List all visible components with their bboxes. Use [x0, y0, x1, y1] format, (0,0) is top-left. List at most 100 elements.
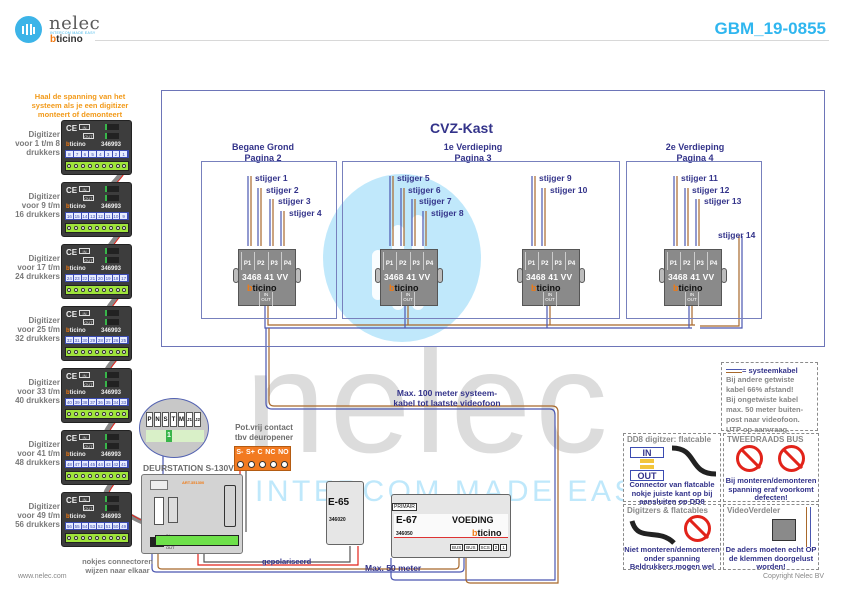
riser-label: stijger 13	[704, 196, 742, 206]
pushbutton-key: 5	[89, 151, 97, 157]
brand-rest: ticino	[678, 283, 703, 293]
riser-wire-14	[700, 236, 743, 329]
out-label: OUT	[545, 297, 555, 302]
bus-terminal: 1	[500, 544, 507, 551]
flatcable-connector-in[interactable]	[105, 372, 119, 378]
brand-rest: ticino	[69, 328, 86, 334]
riser-label: stijger 8	[431, 208, 464, 218]
pushbutton-key: 36	[97, 399, 105, 405]
flatcable-connector-in[interactable]	[105, 496, 119, 502]
mounting-ear	[721, 268, 727, 283]
digitizer-label: Digitizer voor 1 t/m 8 drukkers	[15, 130, 60, 157]
videoverdeler-legend: VideoVerdeler De aders moeten echt OP de…	[723, 504, 819, 571]
document-id: GBM_19-0855	[714, 19, 826, 38]
port: P4	[422, 252, 435, 270]
connector-note: nokjes connectoren wijzen naar elkaar	[82, 557, 153, 575]
flatcable-connector-in[interactable]	[105, 434, 119, 440]
digitizer-label: Digitizer voor 33 t/m 40 drukkers	[15, 378, 60, 405]
flatcable-connector-out[interactable]	[105, 195, 119, 201]
riser-label: stijger 14	[718, 230, 756, 240]
polarized-wire-red	[197, 546, 359, 566]
in-label: IN	[79, 248, 90, 254]
jumper-label: T	[170, 412, 177, 427]
pushbutton-key: 41	[121, 461, 128, 467]
jumper-selected[interactable]: 1	[166, 430, 172, 442]
mounting-ear	[437, 268, 443, 283]
flatcable-connector-out[interactable]	[105, 257, 119, 263]
floor-name: 1e Verdieping	[443, 142, 503, 152]
flatcable-connector-in[interactable]	[105, 310, 119, 316]
digitizer-code: 346993	[101, 514, 122, 520]
flatcable-connector-out[interactable]	[105, 319, 119, 325]
brand-b: b	[531, 283, 537, 293]
jumper-header	[154, 497, 164, 525]
cvz-title: CVZ-Kast	[430, 120, 494, 136]
brand-rest: ticino	[69, 514, 86, 520]
mounting-ear	[233, 268, 239, 283]
flatcable-connector-in[interactable]	[105, 248, 119, 254]
relay-terminal-labels: S- S+ C NC NO	[235, 449, 290, 456]
dip-switch[interactable]	[168, 497, 178, 523]
no-voltage-icon	[778, 445, 805, 472]
digitizer-code: 346993	[101, 452, 122, 458]
pushbutton-key: 9	[120, 213, 128, 219]
cable-note: kabel 66% afstand!	[726, 385, 794, 394]
in-label: IN	[79, 434, 90, 440]
port: P1	[383, 252, 395, 270]
terminal-block	[65, 161, 129, 171]
flatcable-connector-in[interactable]	[105, 186, 119, 192]
floor-label-begane-grond: Begane Grond Pagina 2	[213, 142, 313, 164]
jumper-label: P	[146, 412, 153, 427]
systeemkabel-swatch	[726, 369, 742, 374]
bticino-logo-b: b	[50, 34, 57, 45]
door-station-title: DEURSTATION S-130V	[143, 463, 234, 473]
pushbutton-key: 29	[90, 337, 97, 343]
cable-note: Bij ongetwiste kabel	[726, 395, 799, 404]
flatcable-connector-in[interactable]	[105, 124, 119, 130]
footer-copyright: Copyright Nelec BV	[763, 573, 825, 580]
brand-rest: ticino	[69, 390, 86, 396]
pushbutton-key: 44	[97, 461, 105, 467]
ce-mark: CE	[66, 248, 78, 257]
pushbutton-key: 46	[82, 461, 90, 467]
pushbutton-key: 40	[66, 399, 74, 405]
flatcable-connector-out[interactable]	[105, 381, 119, 387]
flatcable-connector-out[interactable]	[105, 133, 119, 139]
brand-rest: ticino	[394, 283, 419, 293]
dd8-connector-bottom	[640, 465, 654, 469]
flatcable-connector-out[interactable]	[105, 443, 119, 449]
pushbutton-key: 39	[74, 399, 82, 405]
mounting-ear	[579, 268, 585, 283]
floor-box-begane-grond	[201, 161, 337, 319]
pushbutton-key: 4	[97, 151, 105, 157]
pushbutton-key: 8	[66, 151, 74, 157]
footer-website[interactable]: www.nelec.com	[18, 573, 67, 580]
dd8-in-label: IN	[630, 447, 664, 458]
bus-warning-legend: TWEEDRAADS BUS Bij monteren/demonteren s…	[723, 433, 819, 502]
pushbutton-key: 27	[105, 337, 113, 343]
pushbutton-key: 54	[82, 523, 90, 529]
pushbutton-key: 35	[105, 399, 113, 405]
cvz-cabinet	[161, 90, 825, 347]
in-label: IN	[547, 292, 553, 297]
pushbutton-key: 6	[82, 151, 90, 157]
port: P2	[538, 252, 550, 270]
brand-b: b	[66, 328, 70, 334]
pushbutton-key: 13	[90, 213, 97, 219]
digitizers-flatcables-legend: Digitzers & flatcables Niet monteren/dem…	[623, 504, 721, 571]
e65-code: 346020	[329, 517, 346, 523]
flatcable-connector-out[interactable]	[105, 505, 119, 511]
pushbutton-key: 45	[90, 461, 97, 467]
riser-label: stijger 9	[539, 173, 572, 183]
relay-screws	[235, 461, 290, 468]
brand-b: b	[673, 283, 679, 293]
riser-label: stijger 7	[419, 196, 452, 206]
